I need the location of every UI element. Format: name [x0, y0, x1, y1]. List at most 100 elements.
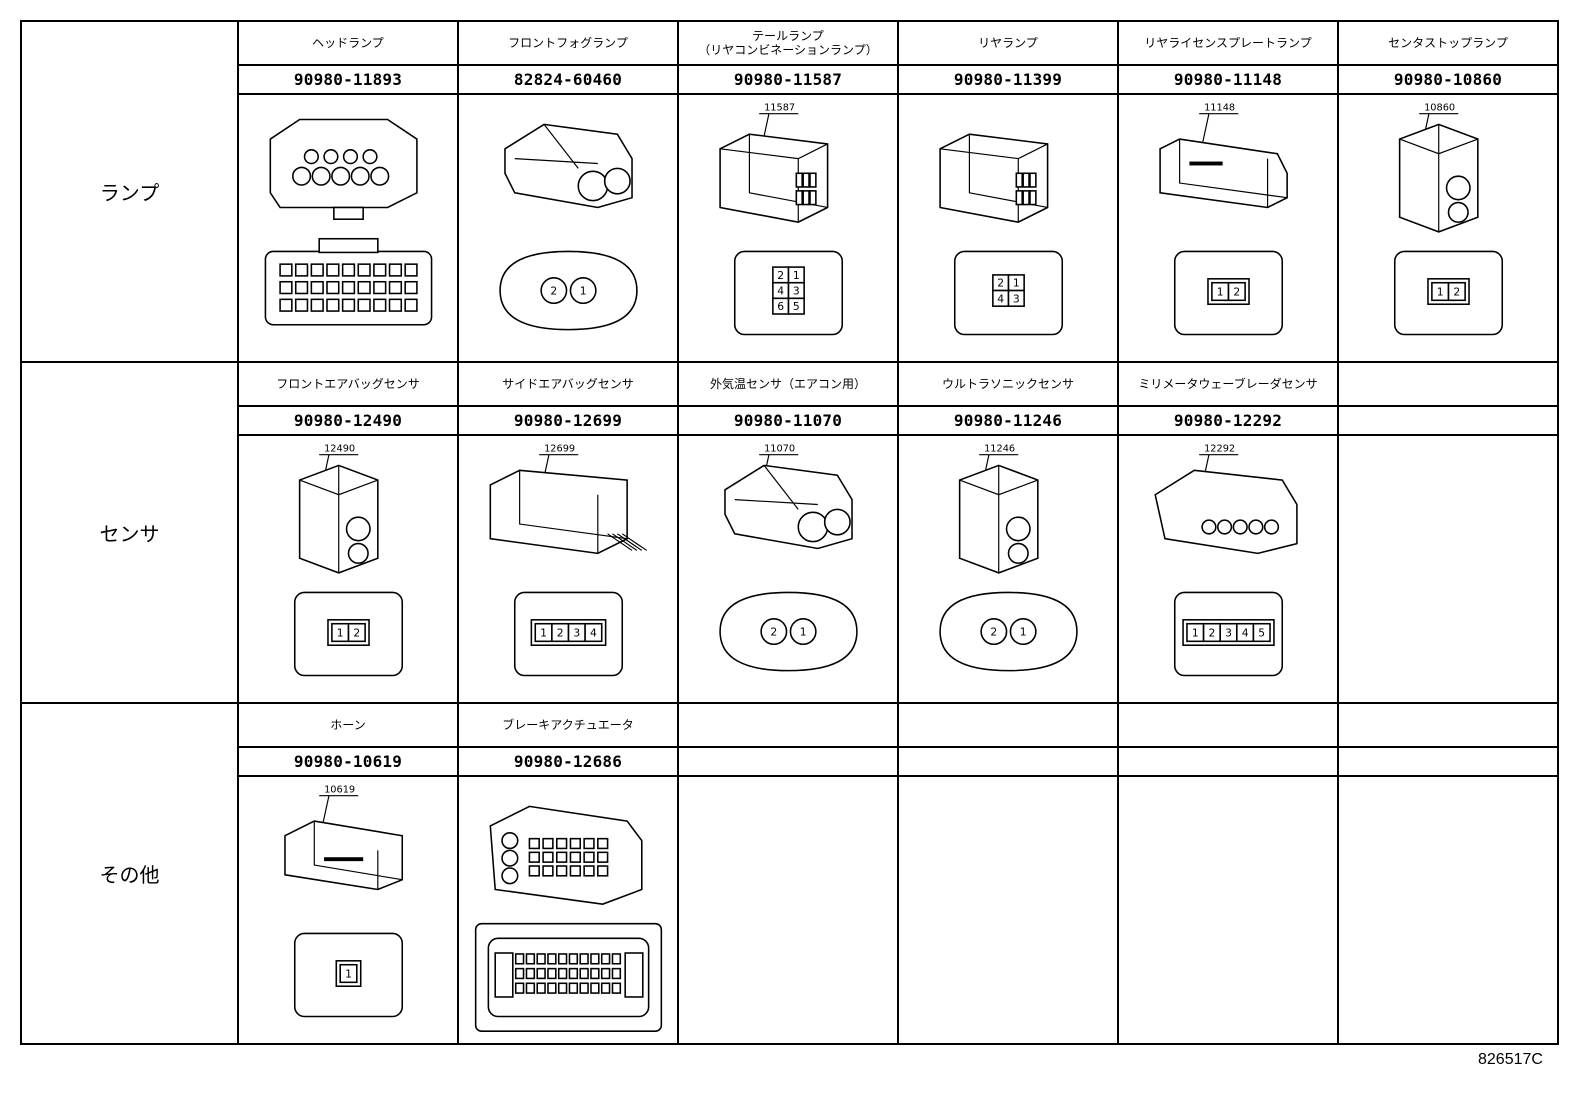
connector-name-text: ホーン: [330, 718, 366, 732]
pin-number: 1: [792, 269, 799, 282]
connector-illustration: [457, 775, 679, 1045]
part-number: [1337, 405, 1559, 436]
pin-number: 3: [1012, 292, 1019, 305]
connector-front-view: [474, 922, 662, 1032]
connector-name-text: フロントエアバッグセンサ: [276, 377, 420, 391]
connector-name: ミリメータウェーブレーダセンサ: [1117, 361, 1339, 407]
connector-front-view: [264, 237, 432, 326]
connector-name: リヤライセンスプレートランプ: [1117, 20, 1339, 66]
connector-3d-view: [283, 820, 403, 891]
connector-name-text: サイドエアバッグセンサ: [502, 377, 634, 391]
callout-label: 11246: [984, 444, 1015, 455]
connector-illustration: [1117, 775, 1339, 1045]
part-number: 90980-12699: [457, 405, 679, 436]
callout-label: 10860: [1424, 103, 1455, 114]
callout-label: 11148: [1204, 103, 1235, 114]
pin-number: 1: [540, 626, 547, 639]
connector-name-text: ミリメータウェーブレーダセンサ: [1138, 377, 1318, 391]
part-number: 90980-11246: [897, 405, 1119, 436]
connector-3d-view: [1158, 138, 1288, 209]
connector-name: ブレーキアクチュエータ: [457, 702, 679, 748]
pin-number: 5: [792, 300, 799, 313]
connector-3d-view: [298, 464, 379, 574]
pin-number: 2: [1233, 285, 1240, 298]
pin-number: 2: [990, 625, 997, 638]
pin-number: 3: [792, 284, 799, 297]
connector-name-text: 外気温センサ（エアコン用）: [709, 377, 866, 391]
pin-number: 1: [579, 284, 586, 297]
connector-illustration: [1337, 434, 1559, 704]
pin-number: 2: [1208, 626, 1215, 639]
connector-name: フロントエアバッグセンサ: [237, 361, 459, 407]
pin-number: 1: [1436, 285, 1443, 298]
connector-name-text: センタストップランプ: [1388, 36, 1508, 50]
connector-name-text: リヤライセンスプレートランプ: [1144, 36, 1312, 50]
pin-number: 3: [573, 626, 580, 639]
part-number: 90980-12292: [1117, 405, 1339, 436]
pin-number: 2: [777, 269, 784, 282]
pin-number: 4: [777, 284, 784, 297]
connector-3d-view: [503, 123, 633, 209]
connector-name-text: ブレーキアクチュエータ: [502, 718, 634, 732]
callout-label: 11587: [764, 103, 795, 114]
figure-id: 826517C: [1478, 1051, 1543, 1068]
pin-number: 2: [770, 625, 777, 638]
pin-number: 1: [1019, 625, 1026, 638]
connector-name-text: フロントフォグランプ: [508, 36, 628, 50]
connector-3d-view: [1398, 123, 1479, 233]
connector-3d-view: [938, 133, 1048, 223]
callout-label: 12699: [544, 444, 575, 455]
connector-name: センタストップランプ: [1337, 20, 1559, 66]
connector-3d-view: [1153, 469, 1298, 555]
pin-number: 2: [353, 626, 360, 639]
pin-number: 6: [777, 300, 784, 313]
connector-name: ヘッドランプ: [237, 20, 459, 66]
pin-number: 4: [1241, 626, 1248, 639]
pin-number: 3: [1225, 626, 1232, 639]
pin-number: 1: [1012, 277, 1019, 290]
part-number: [1117, 746, 1339, 777]
connector-3d-view: [718, 133, 828, 223]
connector-name: ホーン: [237, 702, 459, 748]
pin-number: 2: [1453, 285, 1460, 298]
connector-drawing: [474, 805, 662, 1032]
connector-3d-view: [958, 464, 1039, 574]
part-number: 90980-12686: [457, 746, 679, 777]
connector-name: [677, 702, 899, 748]
category-label: ランプ: [20, 20, 239, 363]
connector-illustration: [1337, 775, 1559, 1045]
pin-number: 4: [589, 626, 596, 639]
category-label: その他: [20, 702, 239, 1045]
callout-label: 12292: [1204, 444, 1235, 455]
part-number: 90980-11070: [677, 405, 899, 436]
category-label: センサ: [20, 361, 239, 704]
connector-name: サイドエアバッグセンサ: [457, 361, 679, 407]
connector-illustration: [237, 93, 459, 363]
connector-3d-view: [489, 469, 647, 555]
pin-number: 1: [799, 625, 806, 638]
